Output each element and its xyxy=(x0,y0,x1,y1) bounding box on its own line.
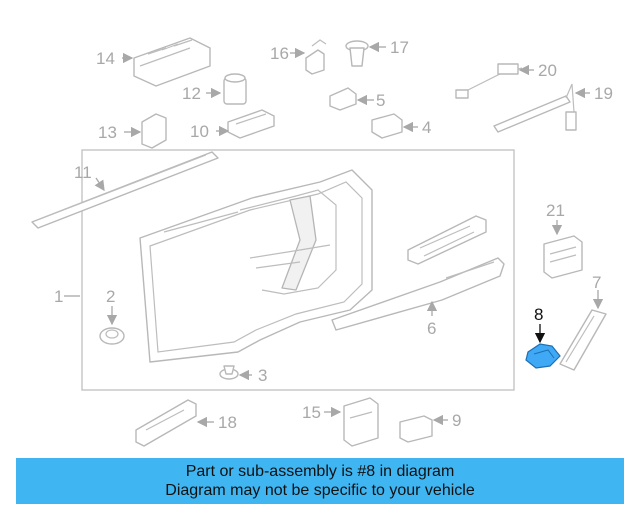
callout-9: 9 xyxy=(452,411,461,430)
banner-line-1: Part or sub-assembly is #8 in diagram xyxy=(185,463,455,480)
callout-16: 16 xyxy=(270,44,289,63)
callout-labels: 14 12 13 10 11 16 17 5 4 20 19 21 7 6 1 … xyxy=(54,38,613,432)
callout-leaders xyxy=(64,41,604,428)
highlighted-part-8[interactable] xyxy=(525,343,561,369)
wire-harness-19 xyxy=(493,83,577,133)
trim-strip-7 xyxy=(559,309,607,371)
callout-8[interactable]: 8 xyxy=(534,305,543,324)
callout-15: 15 xyxy=(302,403,321,422)
switch-10 xyxy=(227,109,275,139)
callout-18: 18 xyxy=(218,413,237,432)
wire-harness-20 xyxy=(455,63,523,99)
clip-5 xyxy=(329,87,357,111)
grommet-2 xyxy=(99,327,125,345)
door-panel-frame xyxy=(81,149,515,391)
clip-16 xyxy=(305,39,327,75)
window-switch-pack xyxy=(133,37,211,87)
callout-17: 17 xyxy=(390,38,409,57)
banner-line-2: Diagram may not be specific to your vehi… xyxy=(165,482,475,499)
callout-5: 5 xyxy=(376,91,385,110)
callout-12: 12 xyxy=(182,84,201,103)
callout-3: 3 xyxy=(258,366,267,385)
callout-1: 1 xyxy=(54,287,63,306)
mirror-switch xyxy=(223,73,247,105)
callout-21: 21 xyxy=(546,201,565,220)
callout-10: 10 xyxy=(190,122,209,141)
clip-4 xyxy=(371,113,403,139)
callout-6: 6 xyxy=(427,319,436,338)
info-banner: Part or sub-assembly is #8 in diagram Di… xyxy=(16,458,624,504)
switch-9 xyxy=(399,415,433,443)
callout-20: 20 xyxy=(538,61,557,80)
fastener-3 xyxy=(219,365,239,380)
trim-strip xyxy=(31,151,219,229)
callout-7: 7 xyxy=(592,273,601,292)
inner-handle xyxy=(407,215,487,265)
clip-17 xyxy=(345,40,369,67)
armrest-trim-6 xyxy=(331,257,505,331)
switch-15 xyxy=(343,397,379,447)
callout-19: 19 xyxy=(594,84,613,103)
callout-4: 4 xyxy=(422,118,431,137)
callout-2: 2 xyxy=(106,287,115,306)
pull-handle-18 xyxy=(135,399,197,447)
small-switch-13 xyxy=(141,113,167,149)
callout-11: 11 xyxy=(74,163,92,182)
door-trim-panel xyxy=(139,169,373,363)
callout-13: 13 xyxy=(98,123,117,142)
callout-14: 14 xyxy=(96,49,115,68)
control-module-21 xyxy=(543,235,583,279)
